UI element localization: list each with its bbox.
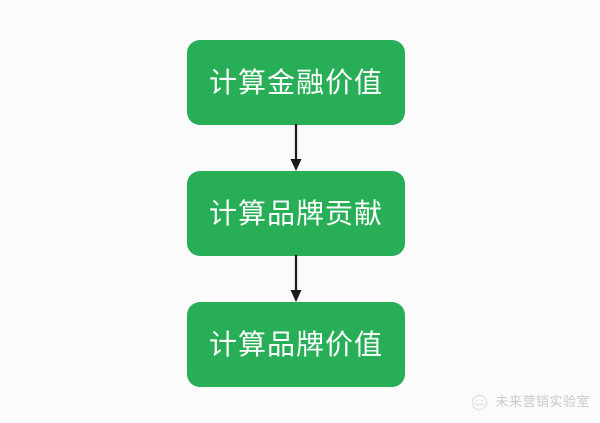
flow-node-calculate-brand-value: 计算品牌价值 — [187, 302, 405, 387]
flow-node-calculate-financial-value: 计算金融价值 — [187, 40, 405, 125]
flow-connector-arrow-1 — [272, 124, 320, 172]
flow-node-label: 计算金融价值 — [208, 65, 383, 99]
watermark: 未来营销实验室 — [471, 394, 590, 411]
flow-node-calculate-brand-contribution: 计算品牌贡献 — [187, 171, 405, 256]
flow-node-label: 计算品牌价值 — [208, 327, 383, 361]
flow-connector-arrow-2 — [272, 255, 320, 303]
watermark-text: 未来营销实验室 — [495, 395, 590, 410]
circular-logo-icon — [471, 394, 488, 411]
flow-node-label: 计算品牌贡献 — [208, 196, 383, 230]
